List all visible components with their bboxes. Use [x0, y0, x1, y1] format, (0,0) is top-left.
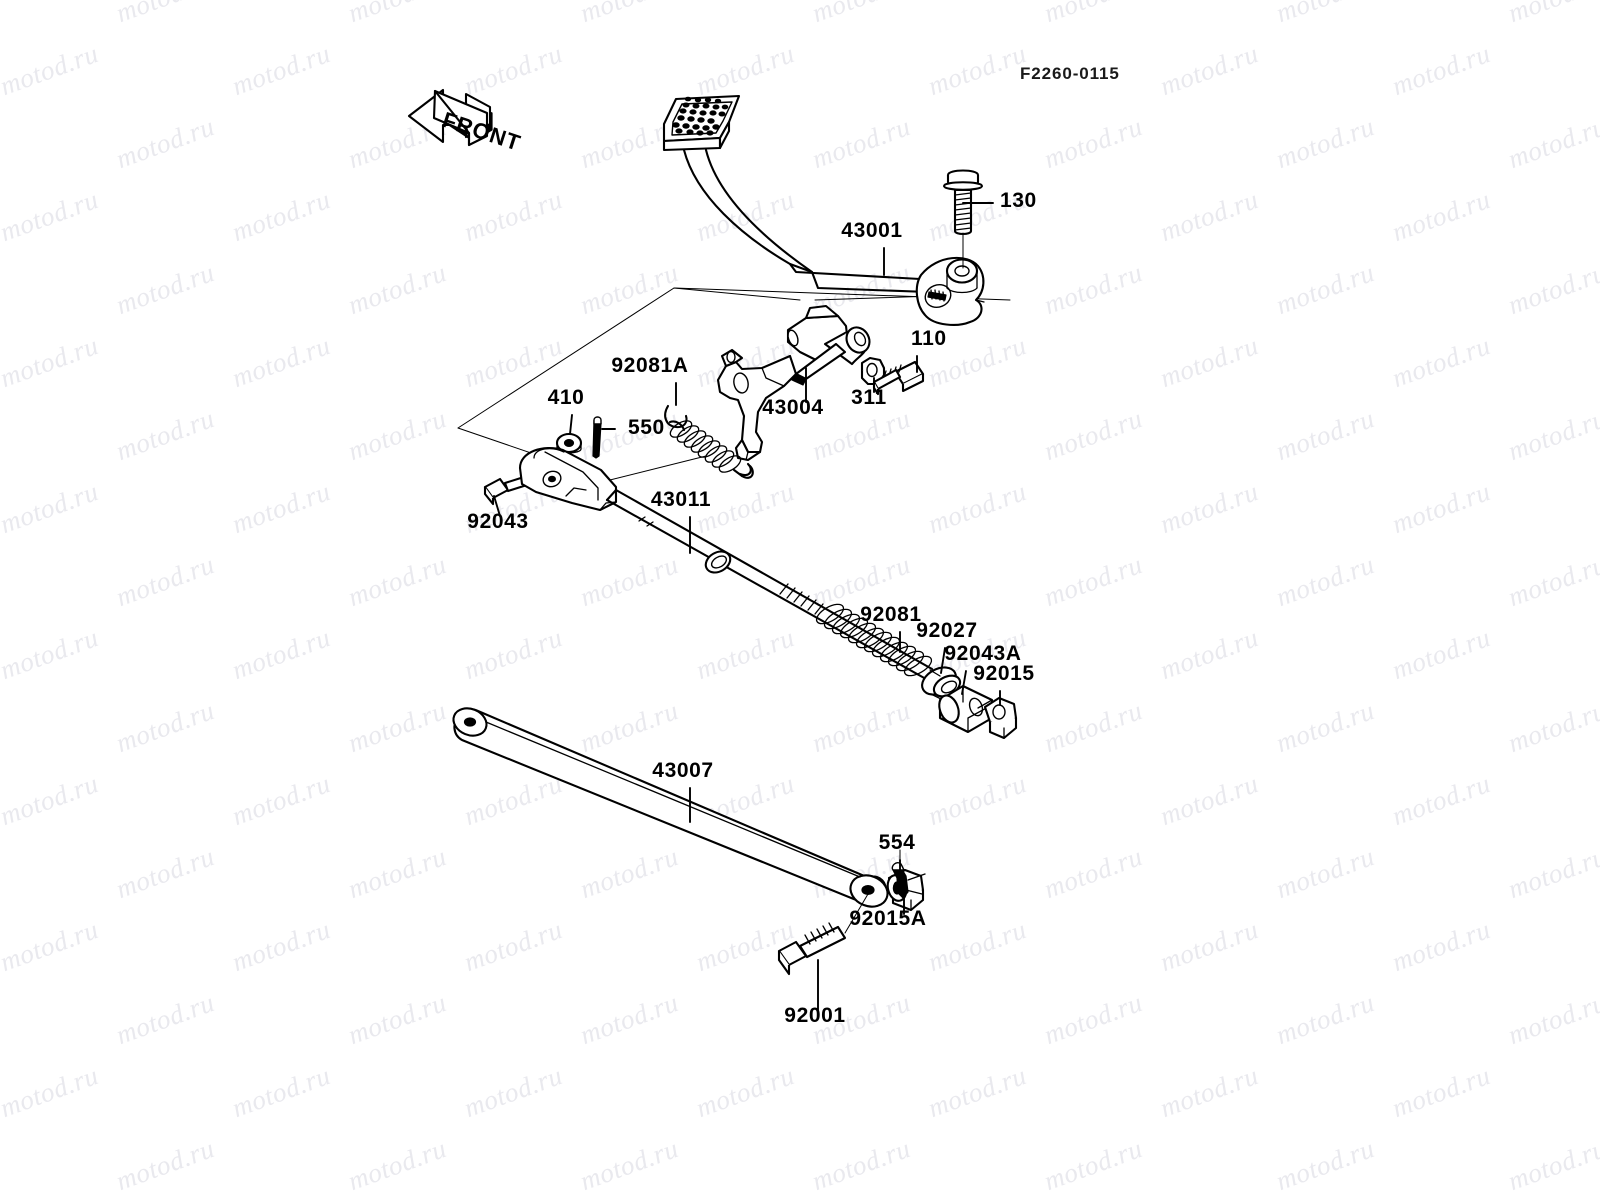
callout-label-43007[interactable]: 43007 — [652, 759, 713, 782]
callout-label-43001[interactable]: 43001 — [841, 219, 902, 242]
callout-labels: 130 43001 110 311 43004 92081A 410 550 9… — [467, 189, 1037, 1027]
callout-label-92081[interactable]: 92081 — [860, 603, 921, 626]
bolt-threads-130 — [954, 192, 972, 231]
front-arrow-marker: FRONT — [407, 88, 524, 156]
part-nut-92015 — [983, 696, 1018, 740]
part-camshaft-lever-43004 — [716, 304, 871, 462]
callout-label-92043[interactable]: 92043 — [467, 510, 528, 533]
diagram-code: F2260-0115 — [1020, 64, 1120, 83]
callout-label-92081A[interactable]: 92081A — [611, 354, 688, 377]
part-torque-link-43007 — [452, 707, 889, 908]
pedal-pad-texture — [672, 96, 729, 136]
bolt-threads-92001 — [804, 922, 835, 945]
callout-label-92015A[interactable]: 92015A — [849, 907, 926, 930]
part-return-spring-92081A — [664, 404, 754, 479]
part-bolt-92001 — [777, 893, 869, 976]
part-joint-92043A — [938, 684, 994, 734]
callout-label-92015[interactable]: 92015 — [973, 662, 1034, 685]
callout-label-554[interactable]: 554 — [879, 831, 916, 854]
part-cotter-pin-550 — [592, 416, 602, 459]
callout-leader-lines — [493, 202, 1001, 1011]
rod-threads-43011 — [779, 583, 824, 615]
callout-label-43004[interactable]: 43004 — [762, 396, 823, 419]
part-brake-pedal-43001 — [662, 94, 985, 326]
part-compression-spring-92081 — [815, 603, 933, 677]
spring-coils-92081 — [815, 603, 933, 677]
callout-label-130[interactable]: 130 — [1000, 189, 1037, 212]
part-cotter-pin-554 — [891, 849, 926, 899]
callout-label-92027[interactable]: 92027 — [916, 619, 977, 642]
callout-label-92043A[interactable]: 92043A — [944, 642, 1021, 665]
callout-label-550[interactable]: 550 — [628, 416, 665, 439]
callout-label-311[interactable]: 311 — [851, 386, 887, 409]
callout-label-410[interactable]: 410 — [548, 386, 585, 409]
part-flange-bolt-130 — [942, 169, 984, 269]
part-bolt-110 — [872, 360, 925, 396]
callout-label-92001[interactable]: 92001 — [784, 1004, 845, 1027]
spring-coils-92081A — [669, 420, 742, 473]
callout-label-43011[interactable]: 43011 — [651, 488, 711, 511]
part-spring-seat-92027 — [921, 666, 962, 700]
callout-label-110[interactable]: 110 — [911, 327, 947, 350]
part-brake-rod-43011 — [518, 446, 934, 681]
